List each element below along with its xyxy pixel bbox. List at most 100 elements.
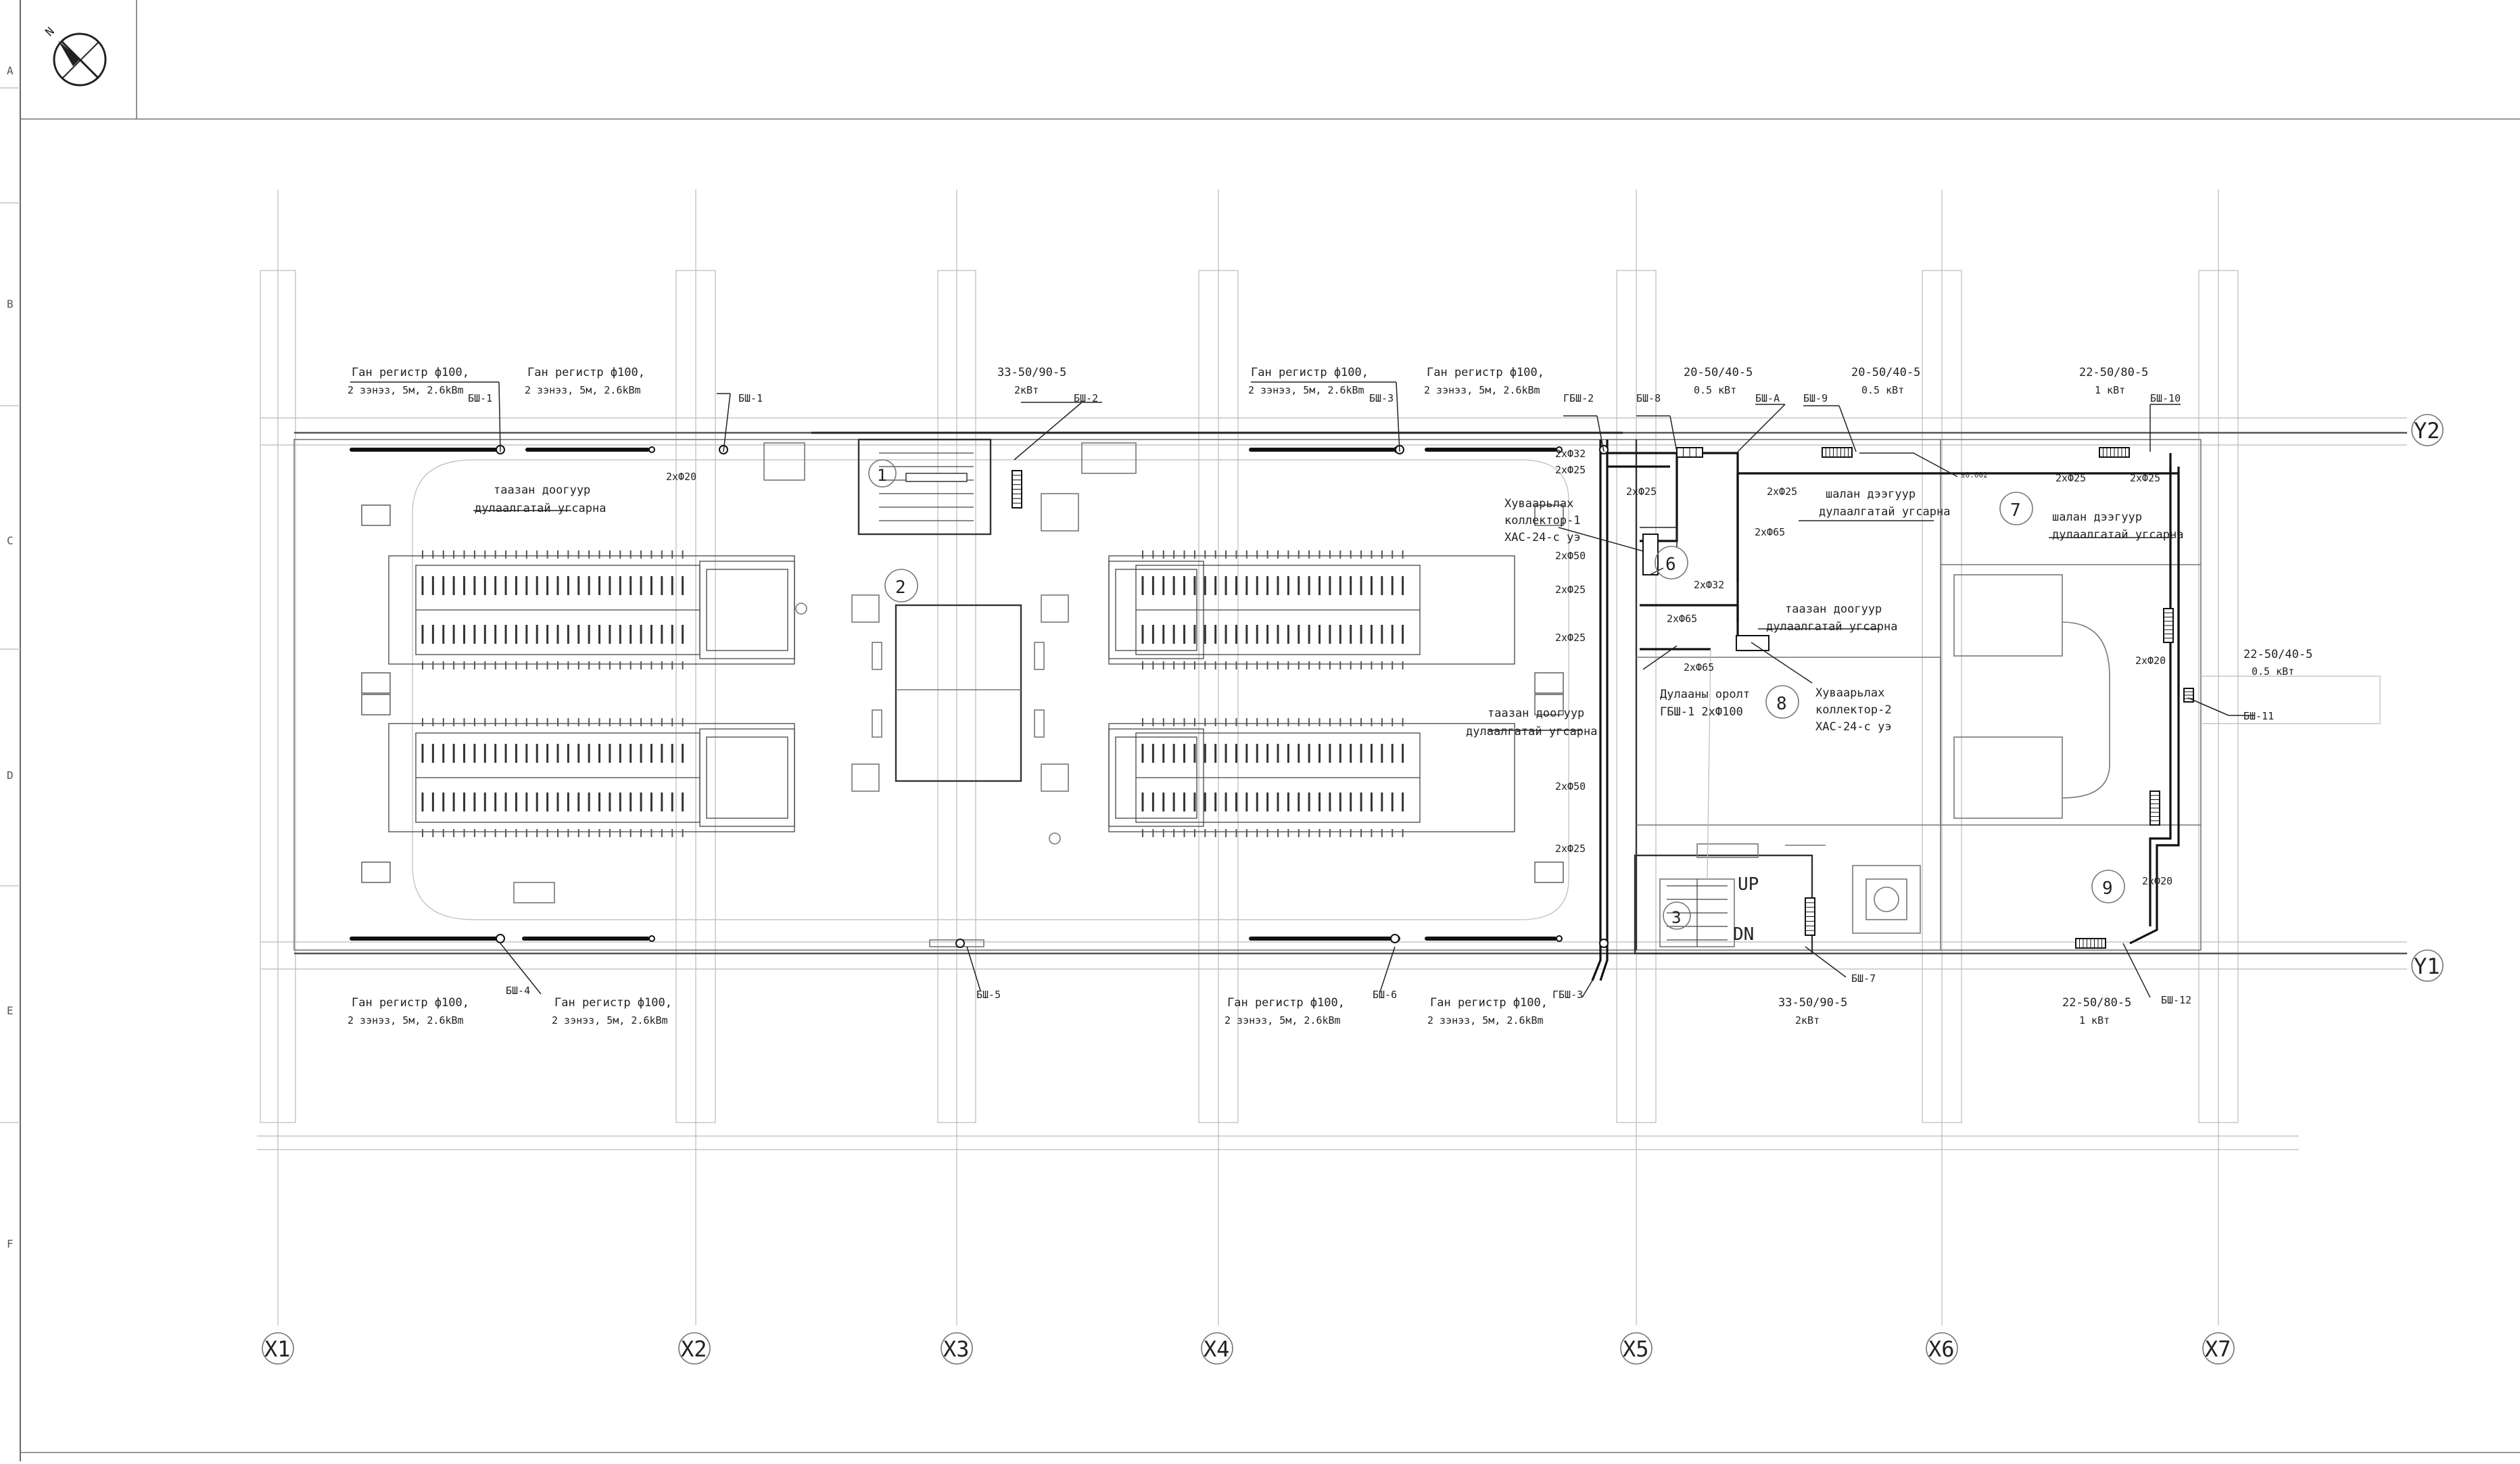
row-mark-a: A	[7, 64, 14, 77]
register-7-title: Ган регистр ф100,	[1227, 996, 1345, 1010]
escalator-1-motor	[361, 504, 391, 715]
radiator-3	[1822, 447, 1853, 458]
pipe-size-25b: 2хФ25	[1626, 486, 1657, 498]
pipe-size-50a: 2хФ50	[1555, 550, 1586, 562]
pipe-size-25f: 2хФ25	[1767, 486, 1797, 498]
escalator-2	[388, 718, 795, 837]
tag-bsh10: БШ-10	[2150, 392, 2181, 404]
radiator-1	[1012, 470, 1022, 509]
radiator-2-power: 0.5 кВт	[1694, 384, 1736, 396]
note-elevation: ±0.002	[1961, 471, 1988, 479]
note-collector1-model: ХАС-24-с уэ	[1504, 531, 1581, 544]
pipe-size-25d: 2хФ25	[1555, 632, 1586, 644]
note-drain-b2: дулаалгатай угсарна	[1466, 725, 1597, 738]
grid-bubble-x6	[1926, 1332, 1958, 1365]
valve-tags: БШ-1 БШ-1 БШ-2 БШ-3 ГБШ-2 БШ-8 БШ-А БШ-9…	[468, 392, 2274, 1006]
register-6-title: Ган регистр ф100,	[554, 996, 672, 1010]
valve-6	[955, 939, 965, 948]
row-marks: A B C D E F	[7, 64, 14, 1250]
pipe-size-25c: 2хФ25	[1555, 584, 1586, 596]
radiator-2-model: 20-50/40-5	[1684, 366, 1753, 379]
radiator-7-model: 22-50/80-5	[2062, 996, 2131, 1010]
stair-3	[1634, 845, 1921, 955]
note-floor-a1: шалан дээгуур	[1826, 488, 1916, 501]
room-tag-3: 3	[1671, 908, 1681, 927]
tag-bsh8: БШ-8	[1636, 392, 1661, 404]
grid-bubble-x3	[941, 1332, 973, 1365]
note-collector2-name: коллектор-2	[1815, 703, 1892, 717]
note-drain-c2: дулаалгатай угсарна	[1766, 620, 1897, 634]
row-mark-c: C	[7, 534, 14, 547]
register-8-title: Ган регистр ф100,	[1430, 996, 1548, 1010]
register-4-title: Ган регистр ф100,	[1427, 366, 1544, 379]
grid-bubble-x5	[1620, 1332, 1653, 1365]
escalator-3	[1108, 550, 1515, 669]
pipe-size-20b: 2хФ20	[2135, 655, 2166, 667]
radiator-2	[1676, 447, 1703, 458]
room-tag-8: 8	[1776, 694, 1787, 714]
radiator-labels: 33-50/90-5 2кВт 20-50/40-5 0.5 кВт 20-50…	[997, 366, 2312, 1026]
row-mark-d: D	[7, 769, 14, 782]
escalators	[361, 504, 1564, 883]
register-1-title: Ган регистр ф100,	[352, 366, 469, 379]
grid-columns	[257, 189, 2407, 1325]
register-labels-top: Ган регистр ф100, 2 зэнэз, 5м, 2.6kBm Га…	[348, 366, 1544, 396]
installation-notes: таазан доогуур дулаалгатай угсарна тааза…	[475, 471, 2183, 738]
row-mark-f: F	[7, 1237, 14, 1250]
grid-label-x2: X2	[681, 1336, 707, 1362]
radiator-7-power: 1 кВт	[2079, 1014, 2110, 1026]
escalator-4	[1108, 718, 1515, 837]
central-well	[795, 594, 1069, 845]
stair-1	[763, 438, 1137, 536]
pipe-size-25g: 2хФ25	[2055, 472, 2086, 484]
pipe-size-25e: 2хФ25	[1555, 843, 1586, 855]
tag-bsh3: БШ-3	[1369, 392, 1394, 404]
room-tag-6: 6	[1665, 554, 1676, 575]
tag-bsh1b: БШ-1	[738, 392, 763, 404]
grid-bubble-x4	[1201, 1332, 1233, 1365]
tag-bsh9: БШ-9	[1803, 392, 1828, 404]
note-floor-b2: дулаалгатай угсарна	[2052, 528, 2183, 542]
radiator-6-model: 33-50/90-5	[1778, 996, 1847, 1010]
tag-gbsh3: ГБШ-3	[1552, 989, 1583, 1001]
register-3-title: Ган регистр ф100,	[1251, 366, 1369, 379]
grid-label-x5: X5	[1623, 1336, 1649, 1362]
register-top-3	[1249, 446, 1400, 453]
note-drain-a2: дулаалгатай угсарна	[475, 502, 606, 515]
pipe-size-20a: 2хФ20	[666, 471, 696, 483]
row-mark-b: B	[7, 298, 14, 310]
note-collector2-model: ХАС-24-с уэ	[1815, 720, 1892, 734]
note-floor-b1: шалан дээгуур	[2052, 511, 2142, 524]
pipe-size-65a: 2хФ65	[1755, 526, 1785, 538]
pipe-size-32a: 2хФ32	[1555, 448, 1586, 460]
grid-bubble-x7	[2202, 1332, 2235, 1365]
tag-bsh1a: БШ-1	[468, 392, 492, 404]
radiator-4	[2099, 447, 2130, 458]
note-heat-input: Дулааны оролт	[1660, 688, 1750, 701]
note-drain-b1: таазан доогуур	[1488, 707, 1584, 720]
register-bottom-3	[1249, 935, 1400, 942]
tag-bsh7: БШ-7	[1851, 972, 1876, 985]
pipe-size-25a: 2хФ25	[1555, 464, 1586, 476]
grid-bubble-y1	[2411, 949, 2444, 982]
escalator-4-motor	[1534, 672, 1564, 883]
room-tag-7: 7	[2010, 500, 2021, 521]
register-top-4	[1425, 446, 1563, 453]
tag-bsh4: БШ-4	[506, 985, 530, 997]
north-arrow-icon: N	[43, 25, 107, 87]
radiator-1-model: 33-50/90-5	[997, 366, 1066, 379]
note-collector1-name: коллектор-1	[1504, 514, 1581, 527]
register-7-spec: 2 зэнэз, 5м, 2.6kBm	[1225, 1014, 1341, 1026]
tag-bsha: БШ-А	[1755, 392, 1780, 404]
note-collector1-title: Хуваарьлах	[1504, 497, 1573, 511]
grid-label-x6: X6	[1928, 1336, 1955, 1362]
register-3-spec: 2 зэнэз, 5м, 2.6kBm	[1248, 384, 1364, 396]
register-top-1	[350, 446, 504, 453]
escalator-2-motor	[361, 672, 391, 883]
register-1-spec: 2 зэнэз, 5м, 2.6kBm	[348, 384, 464, 396]
grid-label-x7: X7	[2205, 1336, 2231, 1362]
escalator-1	[388, 550, 795, 669]
pipe-size-25h: 2хФ25	[2130, 472, 2160, 484]
valve-7	[1390, 934, 1400, 943]
